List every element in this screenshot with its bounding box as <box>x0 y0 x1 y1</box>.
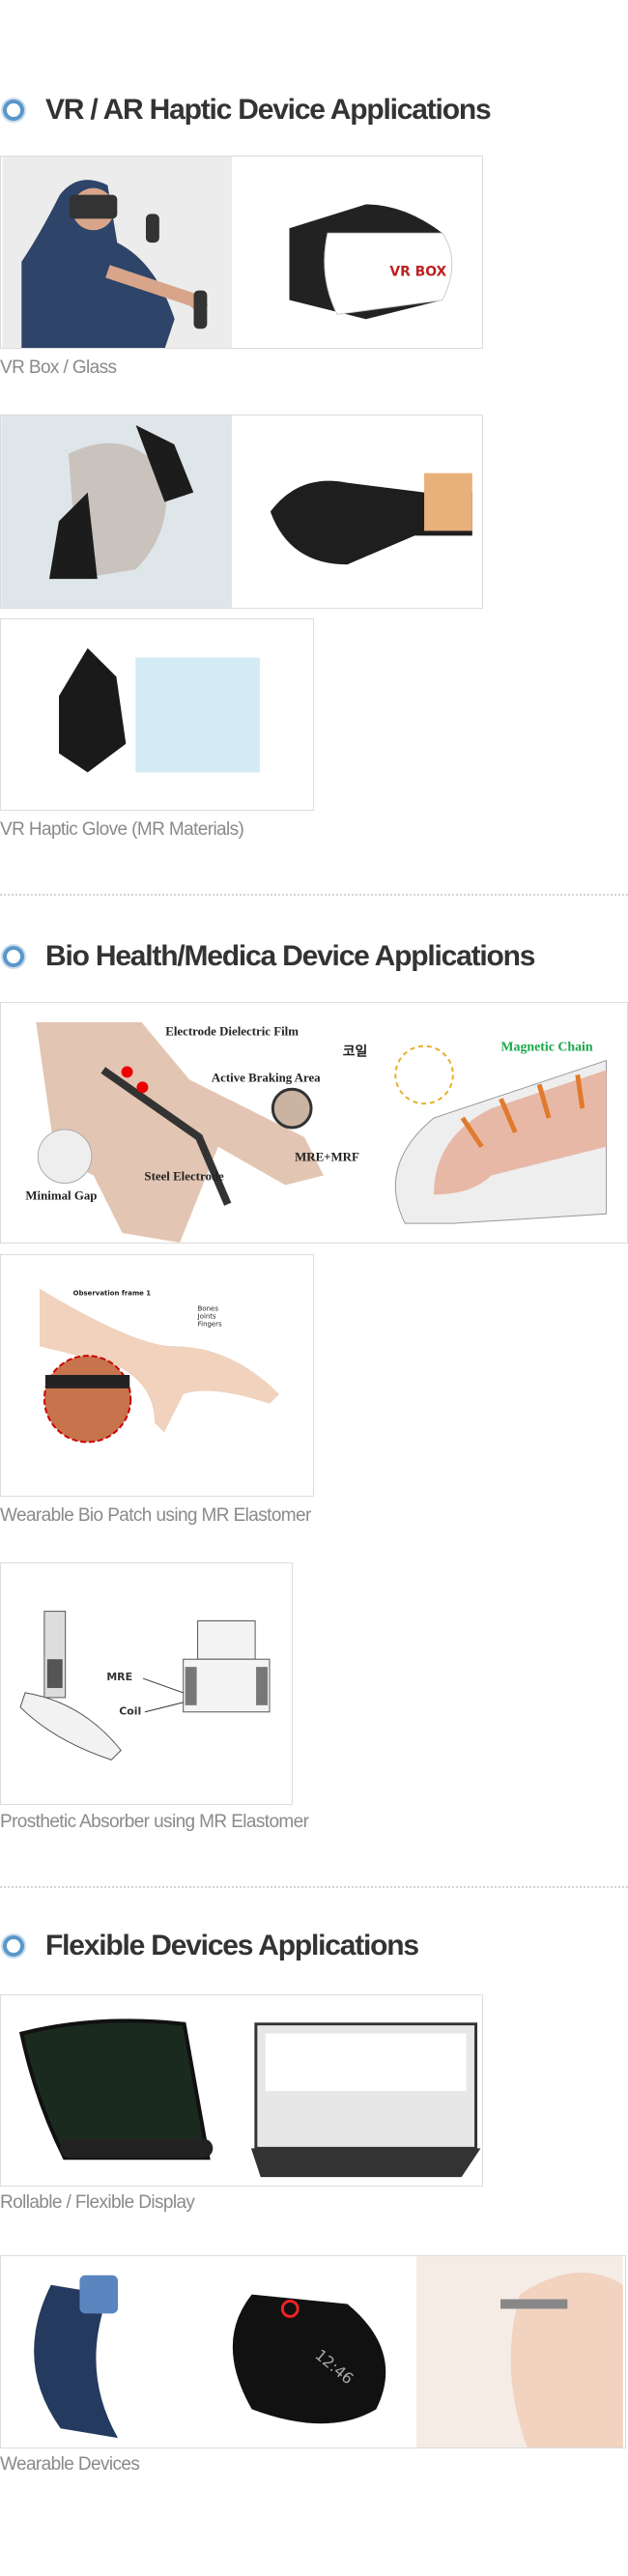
rollable-display-illustration <box>18 2018 481 2178</box>
label-magnetic-chain: Magnetic Chain <box>500 1041 592 1055</box>
circle-bullet-icon <box>3 946 24 967</box>
label-minimal-gap: Minimal Gap <box>25 1188 97 1202</box>
vr-box-logo-text: VR BOX <box>389 265 446 280</box>
caption-bio-patch: Wearable Bio Patch using MR Elastomer <box>0 1505 311 1526</box>
section-heading-vr-ar: VR / AR Haptic Device Applications <box>0 91 492 129</box>
vr-glove-hand-illustration <box>59 647 260 773</box>
label-fingers: Fingers <box>198 1320 222 1328</box>
circle-bullet-icon <box>3 100 24 121</box>
image-rollable-display <box>0 1994 483 2187</box>
circle-bullet-icon <box>3 1935 24 1957</box>
section-title: Flexible Devices Applications <box>45 1930 419 1961</box>
label-mre: MRE <box>106 1671 132 1683</box>
caption-rollable-display: Rollable / Flexible Display <box>0 2192 195 2213</box>
label-observation-frame: Observation frame 1 <box>73 1290 152 1298</box>
prosthetic-absorber-illustration: MRE Coil <box>19 1611 271 1760</box>
mr-hand-brake-illustration: Electrode Dielectric Film Active Braking… <box>25 1021 608 1243</box>
section-title: Bio Health/Medica Device Applications <box>45 940 535 972</box>
caption-vr-box: VR Box / Glass <box>0 358 117 378</box>
bio-patch-illustration: Observation frame 1 Bones Joints Fingers <box>39 1288 279 1444</box>
section-heading-flexible: Flexible Devices Applications <box>0 1927 419 1965</box>
caption-wearable-devices: Wearable Devices <box>0 2454 140 2475</box>
label-mre-mrf: MRE+MRF <box>295 1151 359 1164</box>
vr-box-illustration: VR BOX <box>2 157 453 348</box>
image-vr-glove-1 <box>0 415 483 609</box>
label-bones: Bones <box>198 1305 219 1313</box>
label-active-braking: Active Braking Area <box>212 1071 321 1084</box>
image-prosthetic-absorber: MRE Coil <box>0 1562 293 1805</box>
label-steel-electrode: Steel Electrode <box>144 1170 224 1184</box>
label-coil: Coil <box>119 1705 141 1718</box>
image-bio-patch: Observation frame 1 Bones Joints Fingers <box>0 1254 314 1497</box>
label-coil-korean: 코일 <box>343 1045 368 1060</box>
section-divider <box>0 1886 628 1888</box>
image-wearable-devices: 12:46 <box>0 2255 626 2448</box>
caption-vr-glove: VR Haptic Glove (MR Materials) <box>0 819 244 840</box>
label-joints: Joints <box>197 1312 216 1320</box>
section-heading-bio-health: Bio Health/Medica Device Applications <box>0 937 535 976</box>
image-vr-glove-2 <box>0 618 314 811</box>
vr-glove-illustration <box>1 415 472 608</box>
caption-prosthetic-absorber: Prosthetic Absorber using MR Elastomer <box>0 1812 309 1832</box>
image-vr-box: VR BOX <box>0 156 483 349</box>
image-mr-hand-brake: Electrode Dielectric Film Active Braking… <box>0 1002 628 1244</box>
wearable-devices-illustration: 12:46 <box>34 2256 623 2447</box>
label-electrode-film: Electrode Dielectric Film <box>165 1025 299 1039</box>
section-title: VR / AR Haptic Device Applications <box>45 94 492 126</box>
section-divider <box>0 894 628 896</box>
